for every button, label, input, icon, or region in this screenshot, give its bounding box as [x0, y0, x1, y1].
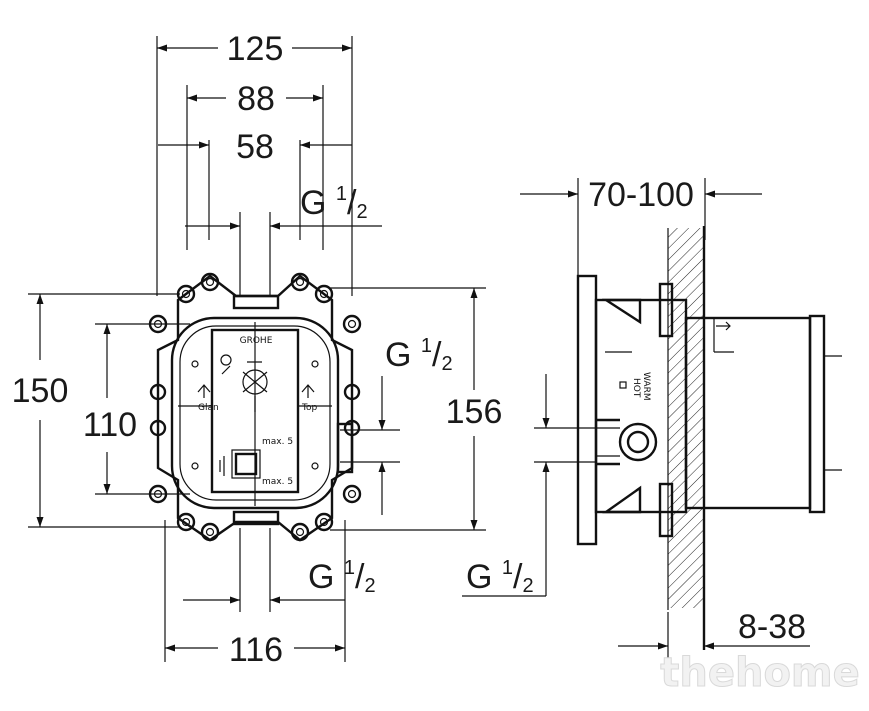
hot-label: HOT — [631, 378, 641, 398]
dimension-width-inner: 58 — [158, 128, 352, 240]
dimension-height-outer: 150 — [12, 293, 180, 528]
height-inner-label: 110 — [83, 406, 137, 444]
port-right-label: Top — [301, 403, 317, 413]
top-connection-label: G 1/2 — [300, 183, 368, 223]
width-outer-label: 125 — [227, 30, 284, 68]
depth-range-label: 70-100 — [588, 176, 694, 214]
width-inner-label: 58 — [236, 128, 274, 166]
height-side-label: 156 — [446, 393, 503, 431]
max-label-1: max. 5 — [262, 437, 293, 447]
dimension-height-side: 156 — [330, 287, 503, 531]
brand-label: GROHE — [240, 336, 273, 346]
side-connection-label: G 1/2 — [466, 557, 534, 597]
dimension-width-mid: 88 — [186, 80, 324, 250]
dimension-width-outer: 125 — [156, 30, 353, 296]
width-mid-label: 88 — [237, 80, 275, 118]
wall-range-label: 8-38 — [738, 608, 806, 646]
watermark: thehome — [660, 650, 860, 696]
dimension-bottom-connection: G 1/2 — [183, 528, 376, 612]
front-box-body: GROHE Glan Top max. 5 max. 5 — [148, 272, 362, 542]
dimension-side-connection: G 1/2 — [462, 374, 596, 597]
warm-label: WARM — [641, 372, 651, 401]
dimension-width-bottom: 116 — [164, 520, 346, 669]
dimension-depth: 70-100 — [520, 176, 762, 300]
port-left-label: Glan — [198, 403, 219, 413]
side-view: 70-100 — [462, 176, 842, 660]
front-view: 125 88 58 G 1/2 — [12, 30, 503, 669]
height-outer-label: 150 — [12, 372, 69, 410]
dimension-right-connection: G 1/2 — [340, 335, 453, 515]
max-label-2: max. 5 — [262, 477, 293, 487]
dimension-height-inner: 110 — [83, 323, 190, 495]
bottom-connection-label: G 1/2 — [308, 557, 376, 597]
side-box-body: WARM HOT — [576, 274, 842, 546]
dimension-wall: 8-38 — [618, 608, 810, 660]
right-connection-label: G 1/2 — [385, 335, 453, 375]
dimension-top-connection: G 1/2 — [185, 183, 382, 296]
width-bottom-label: 116 — [229, 631, 283, 669]
mounting-ears — [148, 272, 362, 542]
